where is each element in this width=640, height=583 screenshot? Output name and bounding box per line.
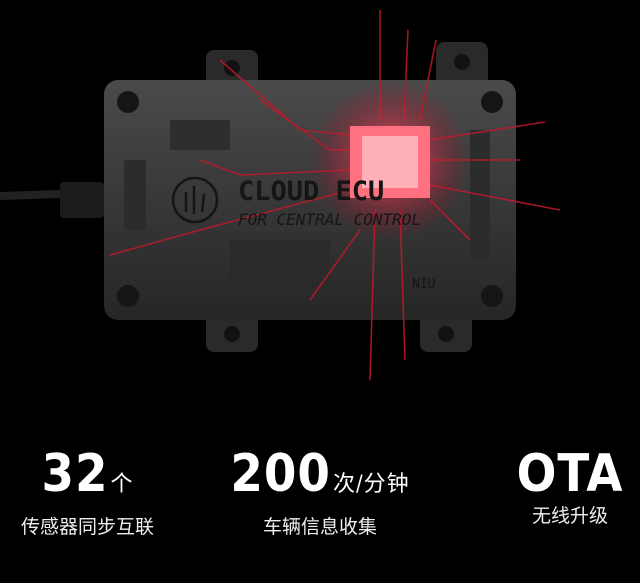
circuit-logo-icon <box>171 176 219 224</box>
stat-caption: 无线升级 <box>531 505 608 527</box>
stat-collection-rate: 200次/分钟 车辆信息收集 <box>215 446 425 539</box>
product-title: CLOUD ECU <box>238 176 384 207</box>
stat-sensors: 32个 传感器同步互联 <box>0 446 175 539</box>
stat-unit: 个 <box>110 472 134 497</box>
stat-value: OTA <box>516 444 624 504</box>
stat-caption: 车辆信息收集 <box>262 516 377 538</box>
product-subtitle: FOR CENTRAL CONTROL <box>238 210 421 229</box>
stat-unit: 次/分钟 <box>332 472 410 497</box>
brand-logo: NIU <box>412 277 435 292</box>
stat-ota: OTA 无线升级 <box>505 446 635 528</box>
stat-value: 32 <box>41 444 109 504</box>
stat-caption: 传感器同步互联 <box>20 516 154 538</box>
stat-value: 200 <box>230 444 331 504</box>
ecu-device-illustration: CLOUD ECU FOR CENTRAL CONTROL NIU <box>0 10 561 381</box>
